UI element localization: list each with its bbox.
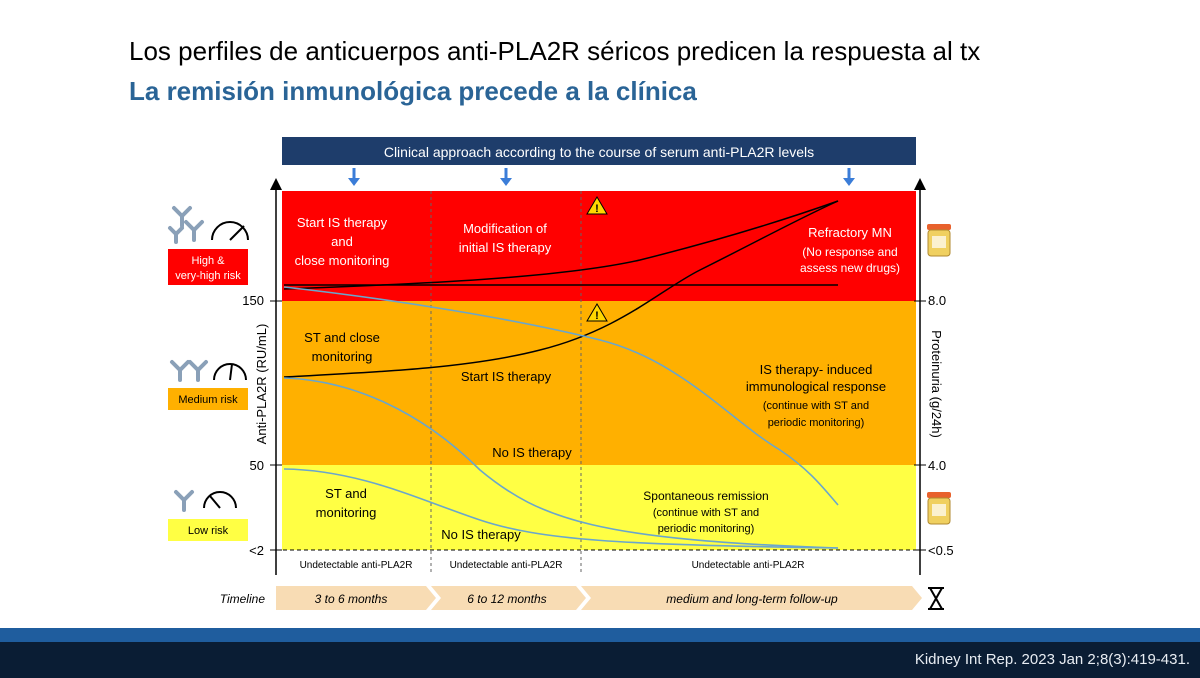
svg-text:!: ! (595, 203, 599, 215)
low-risk-zone (282, 465, 916, 550)
slide-subtitle: La remisión inmunológica precede a la cl… (129, 76, 697, 106)
footer-bar (0, 642, 1200, 678)
timeline-label: Timeline (220, 592, 266, 606)
zone-text-is-induced: IS therapy- induced (760, 362, 873, 377)
left-tick-label: <2 (249, 543, 264, 558)
zone-text-no-is: No IS therapy (492, 445, 572, 460)
antibody-icon (174, 490, 194, 512)
medium-rising-curve (283, 200, 839, 378)
timeline-phase-label: 6 to 12 months (467, 592, 546, 606)
antibody-icon (168, 206, 204, 244)
undetectable-label: Undetectable anti-PLA2R (300, 560, 413, 571)
low-risk-curve (283, 468, 839, 549)
zone-text-start-is: Start IS therapy (297, 215, 388, 230)
arrow-down-icon (348, 168, 360, 186)
undetectable-label: Undetectable anti-PLA2R (450, 560, 563, 571)
zone-text-st-close: ST and close (304, 330, 380, 345)
svg-text:!: ! (595, 310, 599, 322)
urine-sample-icon (927, 492, 951, 525)
zone-text-spontaneous: (continue with ST and (653, 507, 759, 519)
zone-text-start-is: close monitoring (295, 253, 390, 268)
gauge-icon (211, 221, 249, 241)
left-tick-label: 50 (250, 458, 264, 473)
zone-text-start-is-therapy: Start IS therapy (461, 369, 552, 384)
figure-header-text: Clinical approach according to the cours… (384, 144, 814, 160)
left-axis-label: Anti-PLA2R (RU/mL) (254, 324, 269, 445)
zone-text-is-induced: immunological response (746, 379, 886, 394)
timeline-phase-label: 3 to 6 months (315, 592, 388, 606)
timeline-phase-3 (581, 586, 922, 610)
medium-risk-zone (282, 301, 916, 465)
risk-badge-high (168, 249, 248, 285)
zone-text-st-monitoring: monitoring (316, 505, 377, 520)
arrow-down-icon (843, 168, 855, 186)
risk-badge-medium (168, 388, 248, 410)
left-tick-label: 150 (242, 293, 264, 308)
timeline-phase-label: medium and long-term follow-up (666, 592, 838, 606)
zone-text-modification: Modification of (463, 221, 547, 236)
undetectable-label: Undetectable anti-PLA2R (692, 560, 805, 571)
risk-badge-low (168, 519, 248, 541)
warning-icon: ! (586, 196, 608, 215)
antibody-icon (170, 360, 208, 382)
right-tick-label: 4.0 (928, 458, 946, 473)
zone-text-spontaneous: periodic monitoring) (658, 523, 755, 535)
right-axis-label: Proteinuria (g/24h) (929, 330, 944, 438)
zone-text-st-close: monitoring (312, 349, 373, 364)
right-tick-label: 8.0 (928, 293, 946, 308)
timeline-phase-2 (431, 586, 586, 610)
slide-title: Los perfiles de anticuerpos anti-PLA2R s… (129, 36, 981, 66)
zone-text-refractory: Refractory MN (808, 225, 892, 240)
citation: Kidney Int Rep. 2023 Jan 2;8(3):419-431. (914, 651, 1190, 668)
timeline-phase-1 (276, 586, 436, 610)
right-tick-label: <0.5 (928, 543, 954, 558)
zone-text-no-is: No IS therapy (441, 527, 521, 542)
zone-text-start-is: and (331, 234, 353, 249)
zone-text-is-induced: (continue with ST and (763, 400, 869, 412)
footer-band (0, 628, 1200, 642)
hourglass-icon (928, 587, 944, 610)
zone-text-refractory: assess new drugs) (800, 261, 900, 275)
zone-text-spontaneous: Spontaneous remission (643, 489, 768, 503)
zone-text-modification: initial IS therapy (459, 240, 552, 255)
zone-text-st-monitoring: ST and (325, 486, 367, 501)
risk-label-medium: Medium risk (178, 394, 238, 406)
is-response-curve (283, 286, 839, 506)
risk-label-high: very-high risk (175, 270, 241, 282)
no-is-medium-curve (283, 377, 839, 549)
refractory-curve (283, 200, 839, 290)
gauge-icon (203, 491, 237, 509)
gauge-icon (213, 363, 247, 381)
figure-header-bar (282, 137, 916, 165)
risk-label-high: High & (191, 255, 225, 267)
risk-label-low: Low risk (188, 525, 229, 537)
urine-sample-icon (927, 224, 951, 257)
warning-icon: ! (586, 303, 608, 322)
zone-text-refractory: (No response and (802, 245, 897, 259)
anti-pla2r-diagram: Clinical approach according to the cours… (168, 137, 954, 610)
zone-text-is-induced: periodic monitoring) (768, 417, 865, 429)
arrow-down-icon (500, 168, 512, 186)
